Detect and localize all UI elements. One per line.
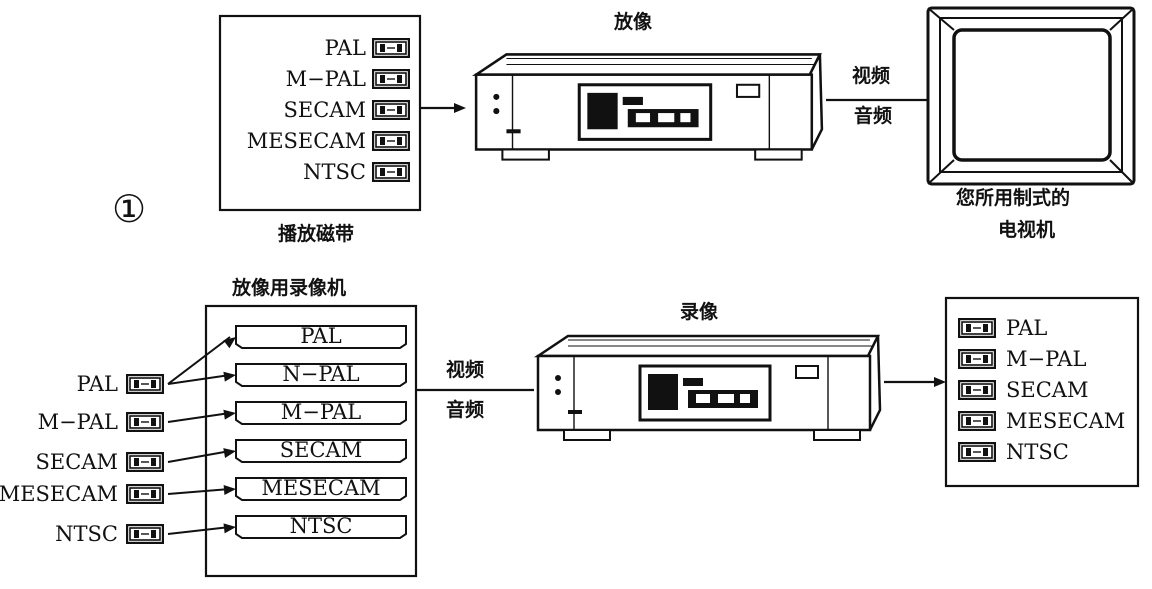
source-format-label: NTSC [55, 522, 118, 546]
slot-label: NTSC [290, 514, 353, 538]
output-format-label: SECAM [1006, 378, 1088, 402]
output-tape-list: PAL M−PAL SECAM MESECAM NTSC [958, 316, 1125, 464]
cassette-icon [126, 452, 164, 472]
format-slot: SECAM [235, 438, 407, 463]
cassette-icon [958, 411, 996, 431]
source-format-label: SECAM [36, 450, 118, 474]
output-format-label: M−PAL [1006, 347, 1086, 371]
format-arrow [167, 336, 231, 385]
format-arrow [167, 488, 231, 495]
format-arrow [167, 374, 231, 385]
cassette-icon [372, 69, 410, 89]
tape-list: PAL M−PAL SECAM MESECAM NTSC [247, 36, 410, 184]
recorder-label: 录像 [680, 300, 719, 323]
cassette-icon [372, 100, 410, 120]
arrow-head [223, 409, 236, 420]
output-format-label: MESECAM [1006, 409, 1125, 433]
cassette-icon [958, 380, 996, 400]
source-tape-list: PAL M−PAL SECAM MESECAM NTSC [0, 336, 236, 546]
slot-label: N−PAL [282, 362, 359, 386]
tape-format-label: M−PAL [286, 67, 366, 91]
cassette-icon [372, 162, 410, 182]
audio-label-bottom: 音频 [446, 398, 484, 421]
video-label: 视频 [852, 64, 890, 87]
tv-caption-line1: 您所用制式的 [956, 186, 1070, 209]
tape-format-label: SECAM [284, 98, 366, 122]
tv-caption-line2: 电视机 [998, 218, 1055, 241]
arrow-head [223, 371, 236, 382]
format-slot: NTSC [235, 514, 407, 539]
arrow-head [223, 484, 236, 495]
tape-format-label: NTSC [303, 160, 366, 184]
step-marker: ① [112, 187, 146, 231]
format-slot: M−PAL [235, 400, 407, 425]
format-arrow [167, 412, 231, 423]
format-slots: PAL N−PAL M−PAL SECAM MESECAM NTSC [235, 324, 407, 539]
cassette-icon [958, 442, 996, 462]
cassette-icon [126, 524, 164, 544]
video-label-bottom: 视频 [446, 358, 484, 381]
output-format-label: NTSC [1006, 440, 1069, 464]
arrow-head [223, 448, 236, 459]
cassette-icon [372, 38, 410, 58]
cassette-icon [126, 484, 164, 504]
cassette-icon [958, 318, 996, 338]
tape-box-label: 播放磁带 [278, 222, 354, 245]
source-format-label: MESECAM [0, 482, 118, 506]
source-format-label: PAL [77, 372, 118, 396]
source-format-label: M−PAL [38, 410, 118, 434]
player-label: 放像 [613, 10, 653, 33]
cassette-icon [372, 131, 410, 151]
format-slot: PAL [235, 324, 407, 349]
slot-label: SECAM [280, 438, 362, 462]
tape-format-label: PAL [325, 36, 366, 60]
cassette-icon [958, 349, 996, 369]
audio-label: 音频 [854, 104, 892, 127]
slot-label: MESECAM [261, 476, 380, 500]
slot-label: M−PAL [281, 400, 361, 424]
cassette-icon [126, 412, 164, 432]
recorder-source-label: 放像用录像机 [231, 276, 346, 299]
player-vcr-icon [474, 52, 824, 162]
tv-icon [926, 6, 1136, 186]
format-arrow [167, 450, 231, 463]
slot-label: PAL [300, 324, 341, 348]
cassette-icon [126, 374, 164, 394]
format-arrow [167, 526, 231, 535]
format-slot: MESECAM [235, 476, 407, 501]
arrow-head [223, 337, 236, 349]
arrow-head [223, 523, 236, 534]
recorder-vcr-icon [536, 334, 882, 442]
tape-format-label: MESECAM [247, 129, 366, 153]
format-slot: N−PAL [235, 362, 407, 387]
output-format-label: PAL [1006, 316, 1047, 340]
